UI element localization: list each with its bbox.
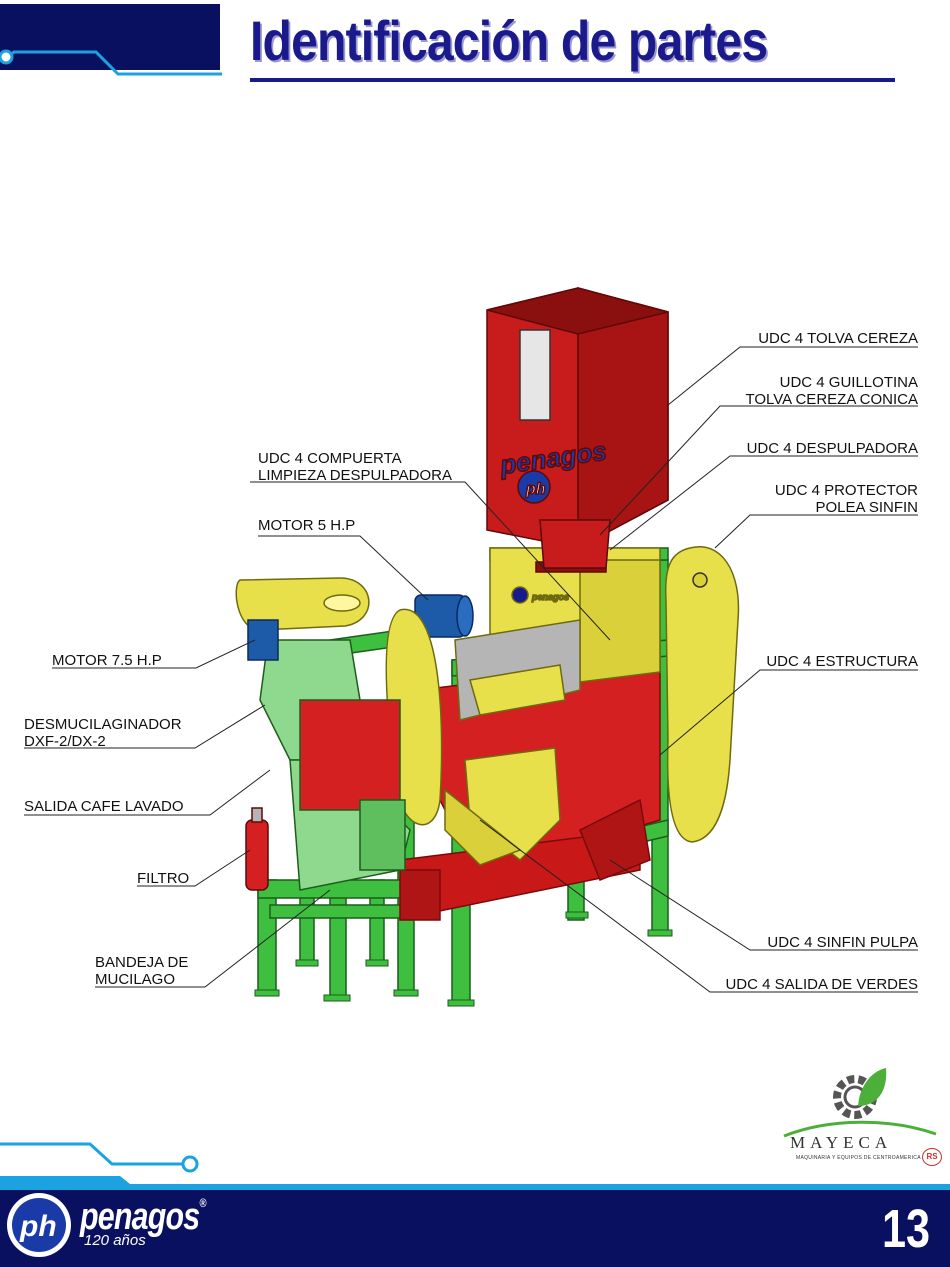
header-line-node <box>0 49 14 65</box>
motor-75hp-assembly <box>235 577 370 661</box>
label-sinfin-pulpa: UDC 4 SINFIN PULPA <box>767 934 918 951</box>
label-line: DESMUCILAGINADOR <box>24 716 182 733</box>
header-navy-block <box>0 4 220 70</box>
brand-tagline: 120 años <box>84 1232 146 1249</box>
label-protector: UDC 4 PROTECTOR POLEA SINFIN <box>775 482 918 516</box>
label-motor-5hp: MOTOR 5 H.P <box>258 517 355 534</box>
header-decoration <box>0 4 222 76</box>
partner-subtitle: MAQUINARIA Y EQUIPOS DE CENTROAMERICA <box>796 1155 921 1161</box>
title-underline <box>250 78 895 82</box>
label-line: UDC 4 GUILLOTINA <box>779 374 918 391</box>
leader-lines <box>24 346 918 993</box>
label-guillotina: UDC 4 GUILLOTINA TOLVA CEREZA CONICA <box>745 374 918 408</box>
partner-name: MAYECA <box>790 1133 893 1152</box>
label-salida-verdes: UDC 4 SALIDA DE VERDES <box>725 976 918 993</box>
brand-name-text: penagos <box>80 1196 200 1238</box>
footer-line-node <box>181 1155 199 1173</box>
label-tolva-cereza: UDC 4 TOLVA CEREZA <box>758 330 918 347</box>
label-line: POLEA SINFIN <box>815 499 918 516</box>
leaf-icon <box>858 1068 887 1106</box>
label-motor-75hp: MOTOR 7.5 H.P <box>52 652 162 669</box>
salida-verdes-chute <box>444 747 561 866</box>
label-salida-cafe: SALIDA CAFE LAVADO <box>24 798 184 815</box>
label-line: LIMPIEZA DESPULPADORA <box>258 467 452 484</box>
label-line: SALIDA CAFE LAVADO <box>24 798 184 815</box>
despulpadora-housing: penagos <box>454 547 661 721</box>
frame-feet <box>254 911 673 1007</box>
tolva-cereza: penagos ph <box>486 287 669 573</box>
footer-cyan-strip <box>0 1176 950 1192</box>
label-line: UDC 4 DESPULPADORA <box>746 440 918 457</box>
label-line: TOLVA CEREZA CONICA <box>745 391 918 408</box>
penagos-logo-icon: ph <box>7 1193 71 1257</box>
brand-registered: ® <box>199 1196 206 1210</box>
label-line: MOTOR 5 H.P <box>258 517 356 534</box>
desmucilaginador-body <box>259 639 411 891</box>
mayeca-logo-icon <box>783 1068 937 1138</box>
svg-text:ph: ph <box>525 481 546 498</box>
footer-band <box>0 1142 950 1267</box>
brand-name: penagos® <box>80 1196 206 1239</box>
label-line: UDC 4 SALIDA DE VERDES <box>725 976 918 993</box>
label-desmucilaginador: DESMUCILAGINADOR DXF-2/DX-2 <box>24 716 182 750</box>
swoosh <box>783 1120 937 1138</box>
filtro-body <box>245 807 269 891</box>
label-line: MUCILAGO <box>95 971 176 988</box>
label-line: DXF-2/DX-2 <box>24 733 106 750</box>
label-estructura: UDC 4 ESTRUCTURA <box>766 653 918 670</box>
label-line: UDC 4 COMPUERTA <box>258 450 402 467</box>
label-line: UDC 4 ESTRUCTURA <box>766 653 918 670</box>
label-line: UDC 4 SINFIN PULPA <box>767 934 918 951</box>
label-filtro: FILTRO <box>137 870 189 887</box>
label-bandeja: BANDEJA DE MUCILAGO <box>95 954 188 988</box>
label-line: BANDEJA DE <box>95 954 189 971</box>
footer-cyan-line <box>0 1142 186 1166</box>
page-title: Identificación de partes <box>250 9 768 72</box>
label-despulpadora: UDC 4 DESPULPADORA <box>747 440 918 457</box>
svg-text:ph: ph <box>19 1210 57 1243</box>
label-line: FILTRO <box>137 870 190 887</box>
machine-illustration: penagos penagos ph <box>24 287 918 1007</box>
label-line: MOTOR 7.5 H.P <box>52 652 162 669</box>
protector-polea-sinfin <box>664 545 740 843</box>
partner-badge: RS <box>922 1148 942 1166</box>
footer-navy <box>0 1190 950 1267</box>
svg-text:penagos: penagos <box>531 592 569 602</box>
label-line: UDC 4 TOLVA CEREZA <box>758 330 918 347</box>
label-compuerta: UDC 4 COMPUERTA LIMPIEZA DESPULPADORA <box>258 450 452 484</box>
label-line: UDC 4 PROTECTOR <box>774 482 918 499</box>
page-number: 13 <box>881 1199 930 1259</box>
